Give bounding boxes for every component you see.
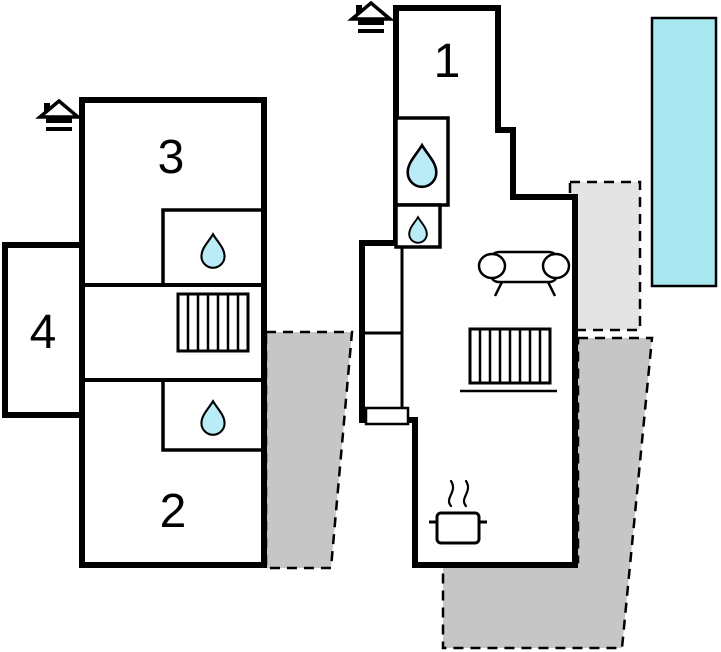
room-2-label: 2: [160, 485, 187, 538]
bathroom-upper-left: [161, 208, 266, 287]
entrance-house-icon-left: [38, 99, 80, 133]
room-1-label: 1: [434, 35, 461, 88]
patio-area: [568, 180, 642, 332]
terrace-left-area: [264, 330, 354, 570]
right-building-outline: [359, 5, 578, 568]
stairs-icon: [460, 327, 557, 393]
left-building: 3 4 2: [2, 97, 267, 568]
room-3-label: 3: [158, 131, 185, 184]
pool-area: [650, 16, 718, 288]
bathroom-lower-left: [161, 378, 266, 452]
stairs-icon: [176, 292, 250, 353]
room-4-label: 4: [30, 306, 57, 359]
door-marker: [364, 406, 410, 426]
entrance-house-icon-right: [350, 1, 392, 35]
right-building: 1: [359, 5, 578, 568]
cooking-pot-icon: [429, 479, 487, 545]
sofa-icon: [477, 250, 571, 297]
